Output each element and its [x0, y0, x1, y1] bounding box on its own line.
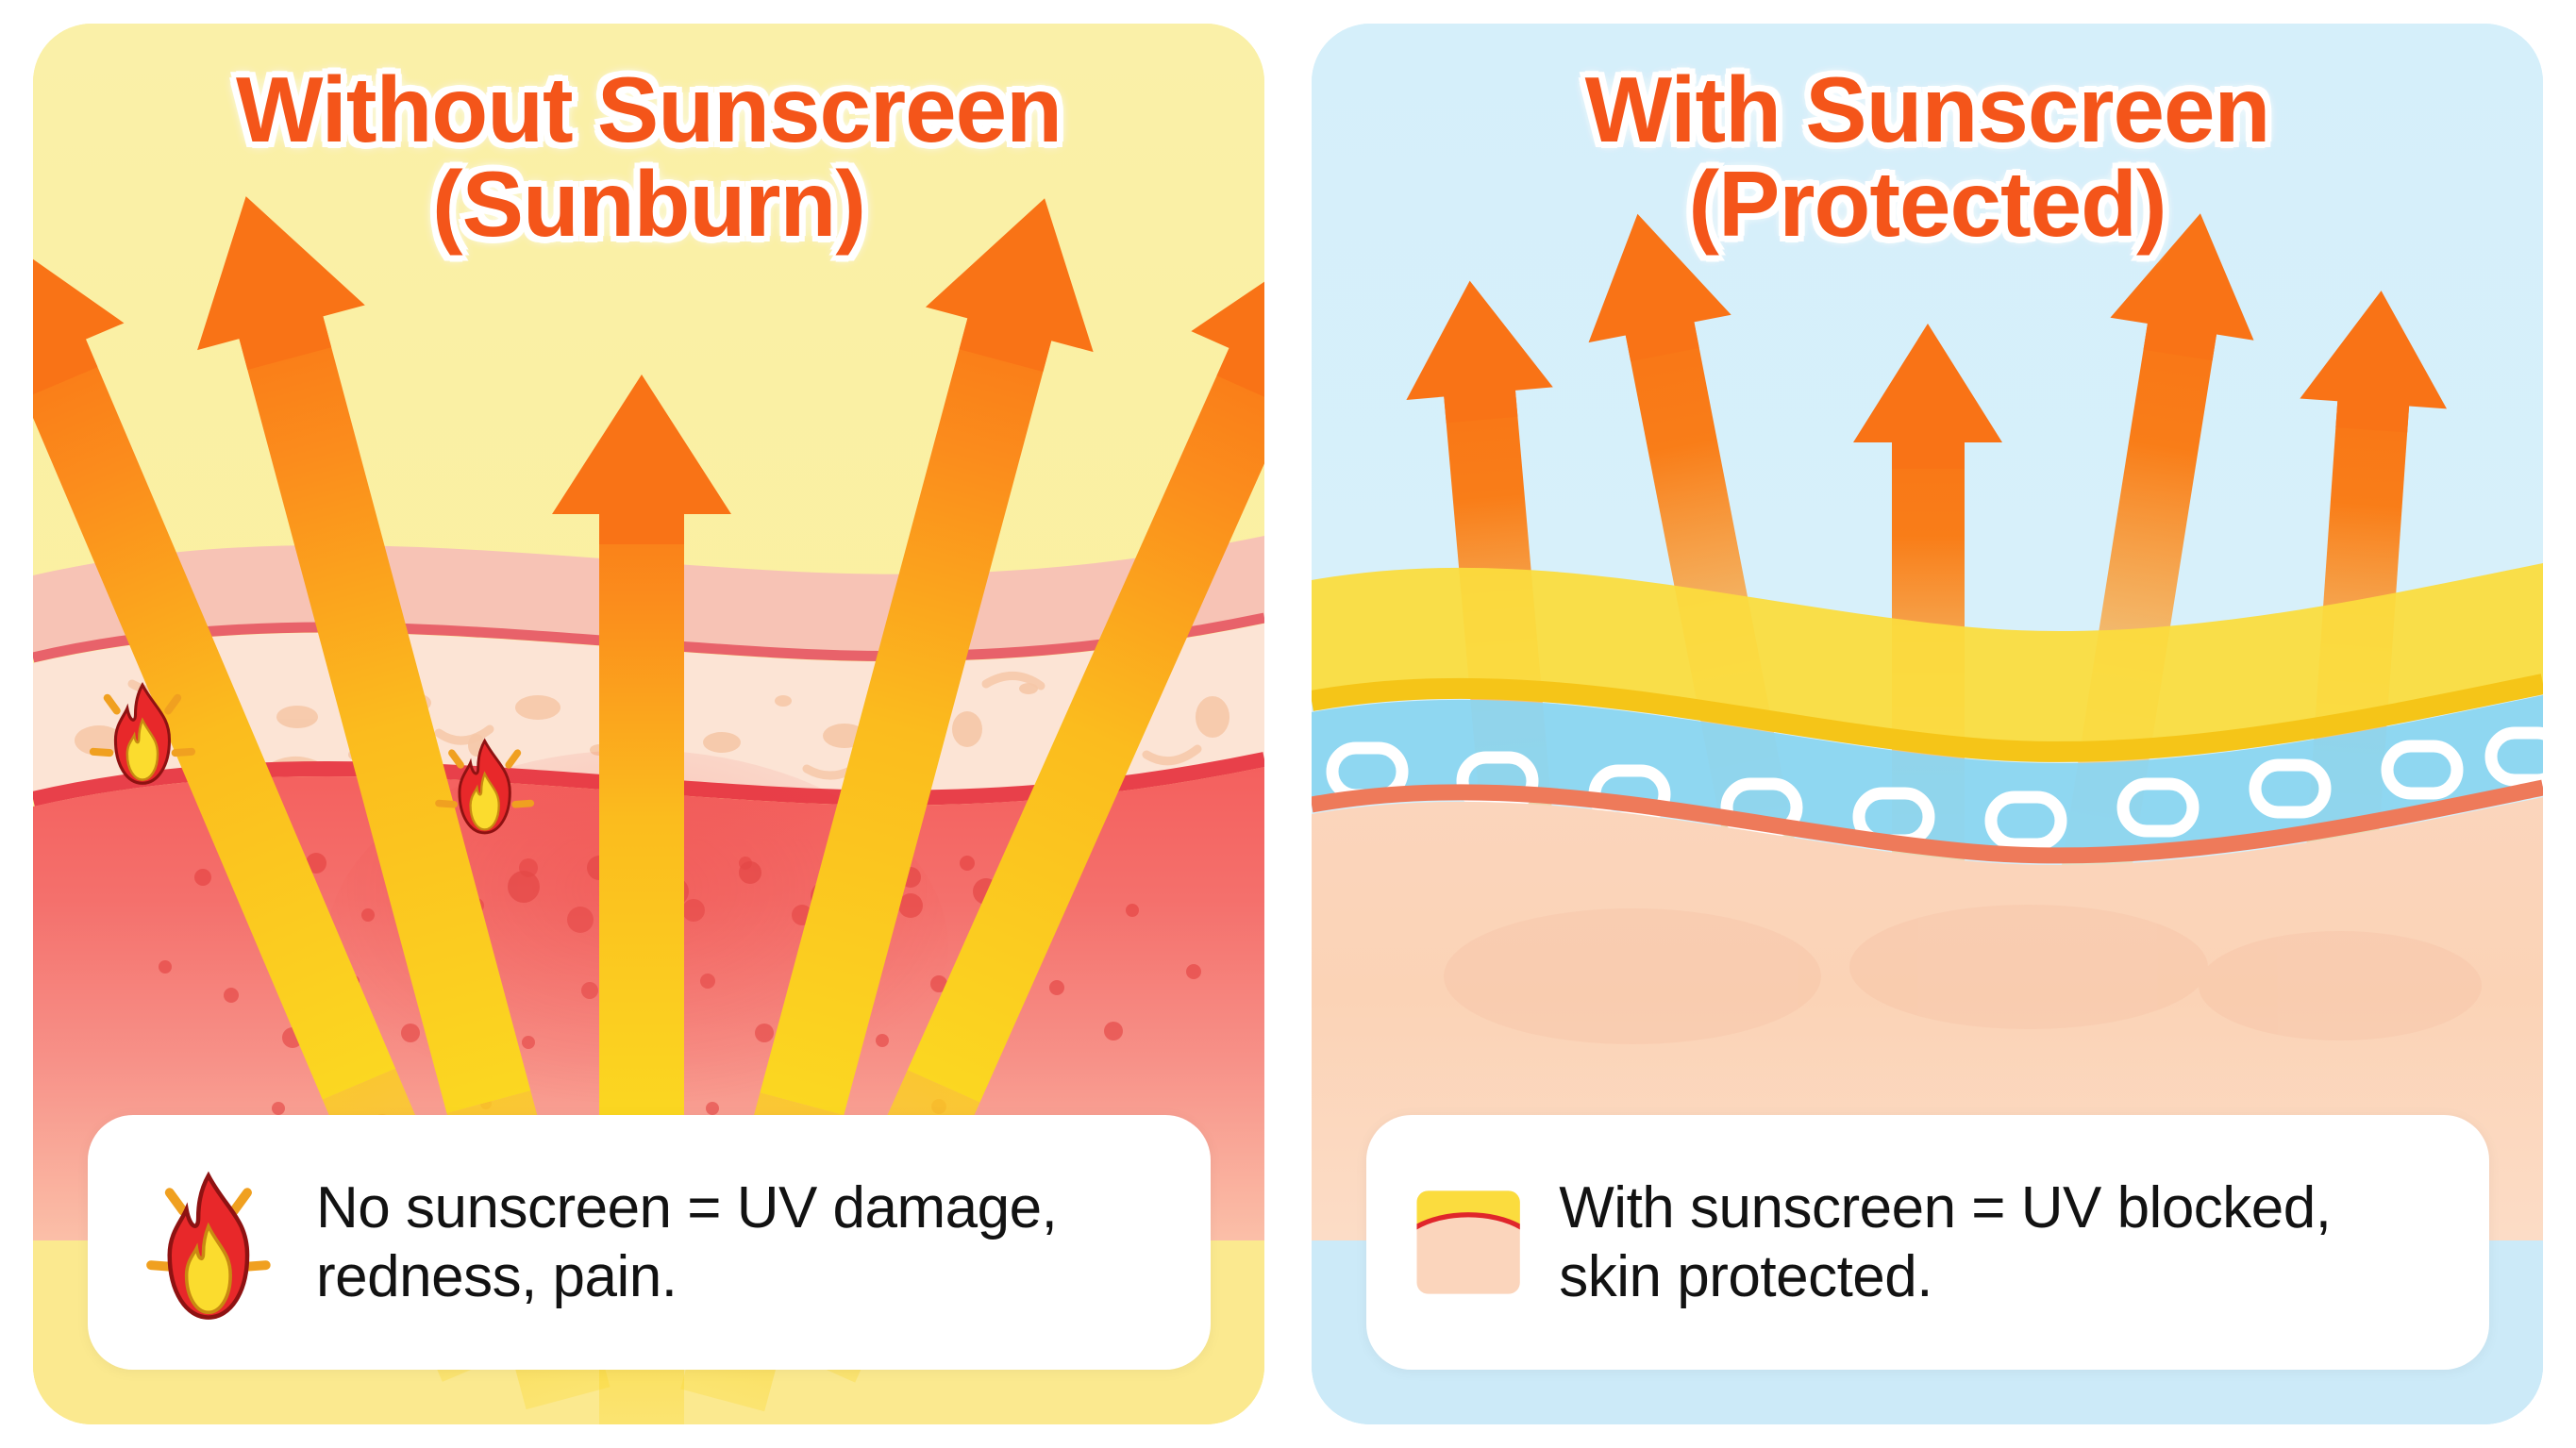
right-panel-title: With Sunscreen (Protected)	[1312, 62, 2543, 256]
boundary-line-salmon	[1312, 779, 2543, 864]
right-title-line-1: With Sunscreen	[1584, 58, 2271, 161]
left-caption-card: No sunscreen = UV damage, redness, pain.	[88, 1115, 1211, 1370]
right-caption-text: With sunscreen = UV blocked, skin protec…	[1559, 1174, 2332, 1309]
left-title-line-2: (Sunburn)	[431, 151, 866, 256]
fire-emoji-inline-right	[435, 738, 535, 835]
panel-with-sunscreen: With Sunscreen (Protected) With sunscree…	[1312, 24, 2543, 1424]
left-caption-text: No sunscreen = UV damage, redness, pain.	[316, 1174, 1058, 1309]
skin-layer-swatch-icon	[1416, 1190, 1520, 1294]
right-caption-card: With sunscreen = UV blocked, skin protec…	[1366, 1115, 2489, 1370]
left-panel-title: Without Sunscreen (Sunburn)	[33, 62, 1264, 256]
panel-without-sunscreen: Without Sunscreen (Sunburn) No sunscreen…	[33, 24, 1264, 1424]
sunscreen-gold-edge	[1312, 674, 2543, 763]
sunscreen-film-layer	[1312, 563, 2543, 753]
fire-emoji-inline-left	[89, 681, 196, 785]
fire-emoji-icon	[146, 1171, 271, 1320]
right-title-line-2: (Protected)	[1688, 151, 2166, 256]
left-title-line-1: Without Sunscreen	[235, 58, 1062, 161]
mineral-particle-layer	[1312, 695, 2543, 855]
skin-shading	[1444, 905, 2482, 1044]
